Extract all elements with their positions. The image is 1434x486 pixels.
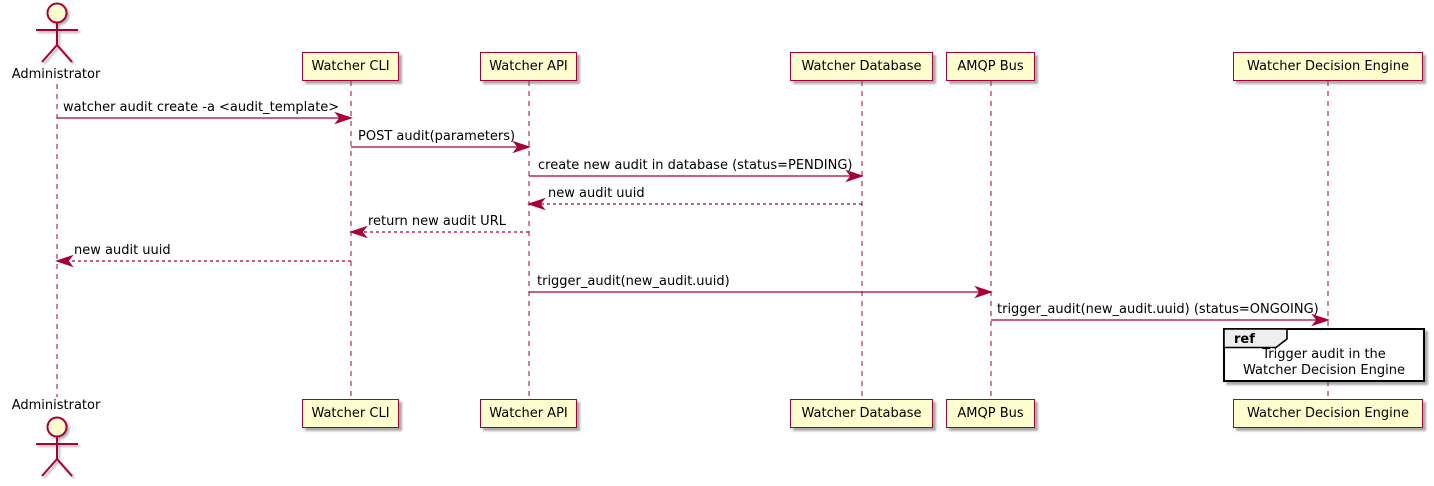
message-label-4: new audit uuid [548,186,645,201]
participant-label: AMQP Bus [957,59,1024,74]
lifelines [56,81,1329,399]
participant-box-watcher-cli-bottom: Watcher CLI [302,399,399,428]
participant-box-watcher-cli-top: Watcher CLI [302,52,399,81]
arrowhead-right-2 [512,140,531,154]
message-label-1: watcher audit create -a <audit_template> [63,100,340,115]
arrowhead-right-1 [334,111,353,125]
participant-label: Watcher Database [801,59,922,74]
participant-box-watcher-api-bottom: Watcher API [480,399,577,428]
ref-keyword: ref [1234,332,1255,347]
ref-fragment: ref Trigger audit in the Watcher Decisio… [1223,328,1425,382]
ref-tag-shape [1223,328,1288,349]
arrowhead-left-4 [527,197,546,211]
message-label-8: trigger_audit(new_audit.uuid) (status=ON… [997,302,1319,317]
actor-leg-left [41,44,58,63]
message-label-7: trigger_audit(new_audit.uuid) [537,274,730,289]
actor-head [46,2,68,24]
participant-box-watcher-database-bottom: Watcher Database [790,399,933,428]
participant-label: Watcher Decision Engine [1247,406,1409,421]
actor-label-administrator-top: Administrator [11,67,101,82]
participant-box-amqp-bus-bottom: AMQP Bus [946,399,1035,428]
actor-leg-right [56,458,73,477]
ref-text-line-2: Watcher Decision Engine [1243,363,1405,378]
arrowhead-left-6 [55,254,74,268]
ref-text: Trigger audit in the Watcher Decision En… [1225,347,1423,379]
message-label-3: create new audit in database (status=PEN… [538,158,853,173]
participant-box-watcher-decision-engine-bottom: Watcher Decision Engine [1233,399,1423,428]
participant-label: Watcher Database [801,406,922,421]
participant-box-watcher-decision-engine-top: Watcher Decision Engine [1233,52,1423,81]
ref-text-line-1: Trigger audit in the [1262,347,1386,362]
arrowhead-left-5 [349,225,368,239]
participant-box-watcher-api-top: Watcher API [480,52,577,81]
participant-label: Watcher CLI [311,406,390,421]
arrowhead-right-3 [845,169,864,183]
participant-box-watcher-database-top: Watcher Database [790,52,933,81]
actor-leg-right [56,44,73,63]
participant-label: Watcher API [489,406,568,421]
arrowhead-right-8 [1311,313,1330,327]
participant-box-amqp-bus-top: AMQP Bus [946,52,1035,81]
message-label-2: POST audit(parameters) [358,129,516,144]
participant-label: Watcher CLI [311,59,390,74]
message-arrows [55,111,1330,327]
actor-label-administrator-bottom: Administrator [11,398,101,413]
participant-label: Watcher API [489,59,568,74]
participant-label: AMQP Bus [957,406,1024,421]
actor-figure-top [36,2,78,63]
message-label-6: new audit uuid [74,243,171,258]
actor-figure-bottom [36,416,78,477]
message-label-5: return new audit URL [368,214,506,229]
ref-tag-pentagon [1223,328,1288,349]
actor-leg-left [41,458,58,477]
participant-label: Watcher Decision Engine [1247,59,1409,74]
actor-head [46,416,68,438]
arrowhead-right-7 [974,285,993,299]
